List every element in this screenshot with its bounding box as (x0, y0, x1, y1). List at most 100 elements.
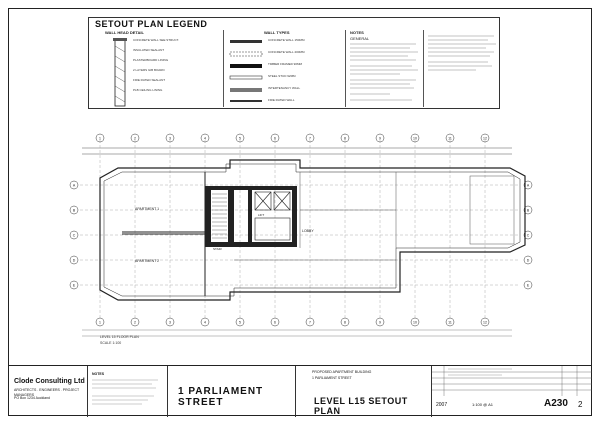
grid-label: 2 (134, 136, 136, 140)
wall-type-notes: CONCRETE WALL 150MM CONCRETE WALL 200MM … (268, 38, 304, 102)
grid-label: 10 (413, 136, 417, 140)
grid-label: B (73, 208, 76, 212)
grid-bubble (523, 180, 533, 190)
grid-label: 2 (134, 320, 136, 324)
grid-label: 9 (379, 320, 381, 324)
grid-label: 8 (344, 320, 346, 324)
grid-label: 5 (239, 320, 241, 324)
grid-label: 4 (204, 320, 206, 324)
grid-label: 11 (448, 320, 452, 324)
scale-label: 1:100 @ A1 (472, 402, 493, 407)
revision-number: 2 (578, 400, 583, 409)
project-cell: 1 PARLIAMENT STREET (168, 366, 296, 417)
drawing-title-cell: PROPOSED APARTMENT BUILDING 1 PARLIAMENT… (296, 366, 432, 417)
grid-label: 1 (99, 136, 101, 140)
revision-table (432, 366, 592, 396)
plan-scale: SCALE 1:100 (100, 341, 121, 345)
legend-title: SETOUT PLAN LEGEND (95, 19, 208, 29)
firm-name: Clode Consulting Ltd (14, 378, 85, 385)
legend-wall-types-col: WALL TYPES CONCRETE WALL 150MM CONCRETE … (223, 30, 343, 107)
grid-label: E (73, 283, 76, 287)
drawing-title: LEVEL L15 SETOUT PLAN (314, 396, 408, 416)
room-label: LOBBY (302, 229, 314, 233)
project-name: 1 PARLIAMENT STREET (178, 386, 264, 408)
grid-label: 5 (239, 136, 241, 140)
grid-label: A (527, 183, 530, 187)
proposed-label: PROPOSED APARTMENT BUILDING (312, 370, 372, 374)
notes-text-lines (350, 43, 418, 101)
plan-caption: LEVEL 15 FLOOR PLAN (100, 335, 139, 339)
room-label: APARTMENT 2 (135, 259, 159, 263)
firm-contact: PO Box 1234 Auckland (14, 396, 50, 400)
legend-notes-col: NOTES GENERAL (345, 30, 421, 107)
grid-label: 1 (99, 320, 101, 324)
grid-bubble (69, 280, 79, 290)
firm-cell: Clode Consulting Ltd ARCHITECTS . ENGINE… (8, 366, 88, 417)
grid-bubble (69, 230, 79, 240)
detail-notes: CONCRETE WALL SEE STRUCT. INSULATED SEAL… (133, 38, 179, 92)
grid-bubble (523, 280, 533, 290)
grid-bubble (69, 255, 79, 265)
wall-type-note: INTERTENANCY WALL (268, 86, 301, 90)
detail-note: 2 LAYERS GIB BOARD (133, 68, 165, 72)
wall-head-detail-label: WALL HEAD DETAIL (105, 30, 144, 35)
grid-label: 9 (379, 136, 381, 140)
wall-type-swatches (229, 40, 263, 102)
grid-label: E (527, 283, 530, 287)
firm-sub: ARCHITECTS . ENGINEERS . PROJECT MANAGER… (14, 388, 80, 397)
room-label: STAIR (213, 247, 222, 251)
grid-label: 7 (309, 320, 311, 324)
detail-note: FIRE RATED SEALANT (133, 78, 166, 82)
drawing-sheet (8, 8, 592, 416)
title-block: Clode Consulting Ltd ARCHITECTS . ENGINE… (8, 365, 592, 417)
grid-bubble (69, 180, 79, 190)
grid-bubble (523, 230, 533, 240)
detail-note: INSULATED SEALANT (133, 48, 165, 52)
room-label: APARTMENT 1 (135, 207, 159, 211)
job-number: 2007 (436, 402, 448, 408)
grid-label: A (73, 183, 76, 187)
grid-bubble (69, 205, 79, 215)
grid-label: B (527, 208, 530, 212)
legend-detail-col: WALL HEAD DETAIL CONCRETE WALL SEE STRUC… (91, 30, 211, 107)
grid-label: 10 (413, 320, 417, 324)
grid-label: 6 (274, 136, 276, 140)
wall-type-note: FIRE RATED WALL (268, 98, 295, 102)
notes-sub-label: GENERAL (350, 36, 370, 41)
tb-notes-lines (92, 379, 158, 405)
grid-label: 4 (204, 136, 206, 140)
notes-label: NOTES (350, 30, 364, 35)
wall-types-label: WALL TYPES (264, 30, 290, 35)
grid-label: 3 (169, 136, 171, 140)
grid-label: D (73, 258, 76, 262)
wall-type-note: CONCRETE WALL 200MM (268, 50, 305, 54)
detail-note: PLASTERBOARD LINING (133, 58, 169, 62)
grid-label: 12 (483, 320, 487, 324)
grid-label: D (527, 258, 530, 262)
room-label: LIFT (258, 213, 264, 217)
wall-type-note: CONCRETE WALL 150MM (268, 38, 305, 42)
grid-label: 3 (169, 320, 171, 324)
grid-label: C (527, 233, 530, 237)
wall-type-note: STEEL STUD 92MM (268, 74, 296, 78)
notes-cell: NOTES (88, 366, 168, 417)
grid-label: 11 (448, 136, 452, 140)
grid-bubble (523, 255, 533, 265)
grid-label: C (73, 233, 76, 237)
grid-label: 6 (274, 320, 276, 324)
tb-notes-head: NOTES (92, 372, 105, 376)
grid-label: 12 (483, 136, 487, 140)
drawing-number: A230 (544, 398, 568, 409)
grid-label: 7 (309, 136, 311, 140)
detail-note: PLB CEILING LINING (133, 88, 163, 92)
legend-notes-col-2 (423, 30, 499, 107)
wall-head-detail-drawing (113, 38, 127, 107)
detail-note: CONCRETE WALL SEE STRUCT. (133, 38, 179, 42)
drawing-info-cell: 2007 1:100 @ A1 A230 2 (432, 366, 592, 417)
wall-type-note: TIMBER FRAMED 90MM (268, 62, 303, 66)
grid-label: 8 (344, 136, 346, 140)
notes-text-lines-2 (428, 35, 496, 71)
grid-bubble (523, 205, 533, 215)
